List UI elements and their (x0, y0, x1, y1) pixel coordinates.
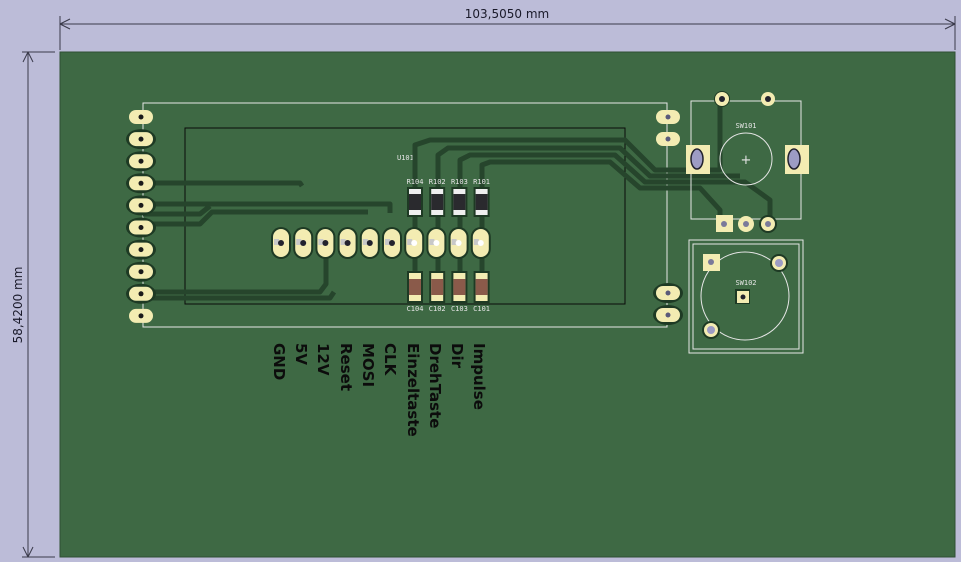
height-dimension-label: 58,4200 mm (11, 267, 25, 344)
trace (412, 100, 723, 198)
header-pad (126, 283, 156, 304)
net-label-12v: 12V (314, 343, 332, 376)
u101-refdes: U101 (397, 154, 414, 162)
trace (143, 204, 212, 217)
plus-icon: + (741, 153, 752, 168)
sw102-button-outline (700, 251, 790, 341)
resistor-r102: R102 (429, 178, 446, 217)
trace (143, 201, 393, 213)
trace (435, 145, 740, 198)
net-label-drehtaste: DrehTaste (426, 343, 444, 428)
arrow-right-icon (944, 18, 956, 30)
net-label-reset: Reset (337, 343, 355, 391)
capacitor-c101: C101 (473, 271, 490, 313)
resistor-r104: R104 (407, 178, 424, 217)
resistor-refdes: R104 (407, 178, 424, 186)
net-label-gnd: GND (270, 343, 288, 380)
pin-pad (315, 227, 336, 259)
right-header (653, 110, 683, 325)
sw101-rotary-encoder[interactable]: SW101 + (686, 91, 809, 233)
trace (143, 209, 368, 227)
header-pad (126, 151, 156, 172)
sw102-outline (688, 239, 804, 354)
header-pad (656, 110, 680, 124)
capacitor-refdes: C104 (407, 305, 424, 313)
trace (143, 180, 305, 188)
pin-pad (271, 227, 291, 259)
net-label-impulse: Impulse (470, 343, 488, 410)
capacitor-c102: C102 (429, 271, 446, 313)
net-label-5v: 5V (292, 343, 310, 365)
trace (143, 242, 329, 295)
sw102-refdes: SW102 (735, 279, 756, 287)
u101-pin-row (271, 227, 491, 259)
header-pad (656, 132, 680, 146)
header-pad (126, 261, 156, 282)
resistor-r103: R103 (451, 178, 468, 217)
resistor-refdes: R102 (429, 178, 446, 186)
arrow-up-icon (22, 51, 34, 63)
pin-pad (293, 227, 314, 259)
net-label-clk: CLK (381, 343, 399, 377)
trace (143, 290, 337, 301)
trace (479, 159, 723, 223)
net-label-dir: Dir (448, 343, 466, 369)
pin-pad (404, 227, 425, 259)
header-pad (126, 129, 156, 150)
left-header (126, 110, 156, 323)
width-dimension-label: 103,5050 mm (465, 7, 549, 21)
pin-pad (448, 227, 469, 259)
height-dimension: 58,4200 mm (11, 51, 55, 558)
net-label-mosi: MOSI (359, 343, 377, 387)
header-pad (653, 305, 683, 325)
header-pad (126, 173, 156, 194)
header-pad (129, 308, 153, 323)
arrow-left-icon (59, 18, 71, 30)
resistor-r101: R101 (473, 178, 490, 217)
pin-pad (382, 227, 402, 259)
net-label-einzeltaste: Einzeltaste (404, 343, 422, 437)
pin-pad (359, 227, 380, 259)
pin-pad (470, 227, 491, 259)
arrow-down-icon (22, 546, 34, 558)
header-pad (126, 195, 156, 216)
resistor-refdes: R103 (451, 178, 468, 186)
sw102-push-button[interactable]: SW102 (688, 239, 804, 354)
width-dimension: 103,5050 mm (59, 7, 956, 50)
traces (143, 100, 773, 301)
header-pad (126, 217, 156, 238)
resistor-refdes: R101 (473, 178, 490, 186)
capacitor-c103: C103 (451, 271, 468, 313)
pin-pad (337, 227, 358, 259)
header-pad (653, 283, 683, 303)
capacitor-array: C104 C102 C103 C101 (407, 271, 490, 313)
capacitor-refdes: C101 (473, 305, 490, 313)
capacitor-refdes: C103 (451, 305, 468, 313)
trace (457, 152, 773, 223)
capacitor-refdes: C102 (429, 305, 446, 313)
header-pad (126, 239, 156, 260)
header-pad (129, 110, 153, 124)
resistor-array: R104 R102 R103 R101 (407, 178, 490, 217)
net-labels: GND 5V 12V Reset MOSI CLK Einzeltaste Dr… (270, 343, 488, 437)
pin-pad (426, 227, 447, 259)
capacitor-c104: C104 (407, 271, 424, 313)
sw101-refdes: SW101 (735, 122, 756, 130)
sw101-knob-outline (719, 132, 773, 186)
